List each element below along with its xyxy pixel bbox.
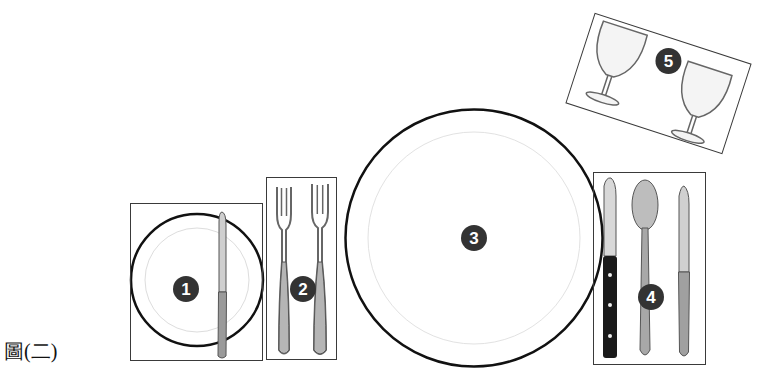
- callout-number: 5: [663, 52, 672, 69]
- dinner-plate: 3: [344, 108, 604, 368]
- wine-glasses: [576, 21, 736, 148]
- plate-rim-outer: [346, 110, 603, 367]
- knife-spoon-group: 4: [593, 172, 706, 365]
- glass-group: 5: [565, 12, 751, 153]
- steak-knife: [603, 178, 617, 358]
- water-glass: [588, 21, 648, 83]
- plate-rim: [145, 228, 249, 332]
- callout-number: 1: [181, 281, 190, 298]
- plate-rim-inner: [368, 132, 580, 344]
- callout-number: 3: [469, 230, 478, 247]
- salad-fork: [277, 187, 291, 354]
- dinner-fork: [312, 184, 328, 354]
- fork-group: 2: [266, 177, 337, 360]
- wine-glass: [672, 61, 732, 123]
- callout-number: 4: [646, 289, 655, 306]
- callout-badge: 5: [655, 47, 681, 73]
- callout-badge: 1: [173, 276, 199, 302]
- butter-knife: [218, 212, 227, 358]
- callout-badge: 4: [638, 284, 664, 310]
- callout-badge: 2: [290, 276, 316, 302]
- bread-plate: [131, 214, 263, 346]
- dinner-knife: [679, 186, 690, 356]
- callout-badge: 3: [461, 225, 487, 251]
- spoon: [632, 180, 658, 355]
- callout-number: 2: [298, 281, 307, 298]
- bread-plate-group: 1: [130, 203, 263, 361]
- figure-label: 圖(二): [4, 338, 57, 365]
